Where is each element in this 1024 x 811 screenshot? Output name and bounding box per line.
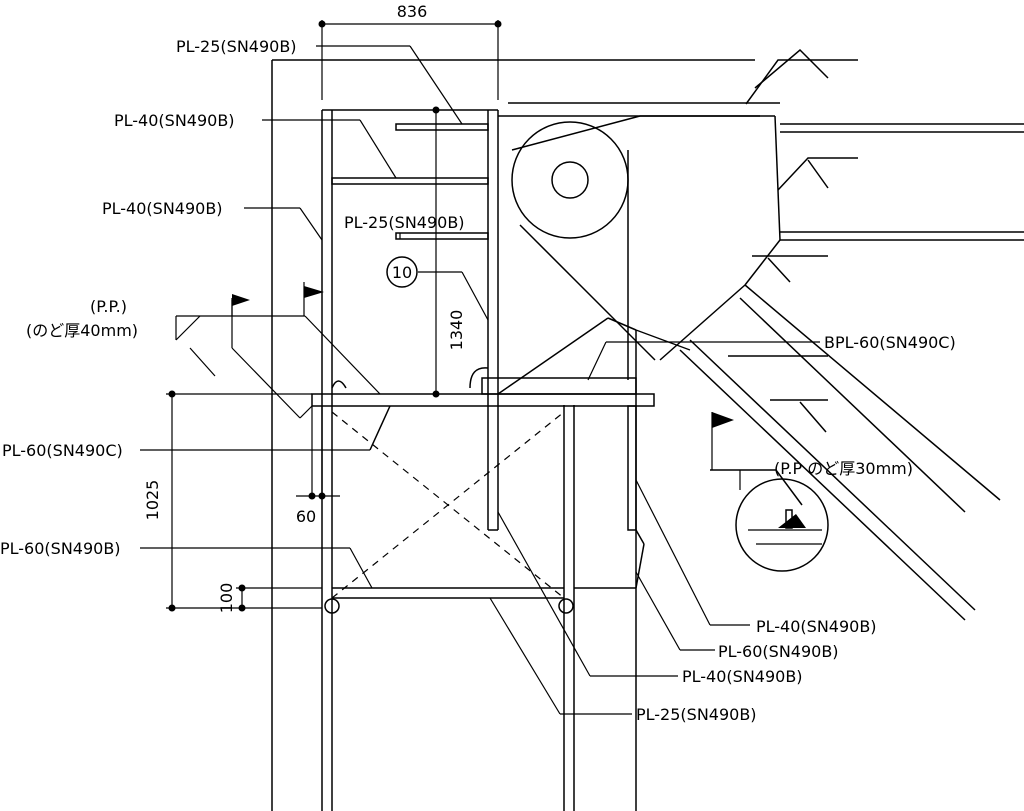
structure-lines <box>271 59 1024 811</box>
label-pl40-a: PL-40(SN490B) <box>114 111 235 130</box>
label-pl40-r1: PL-40(SN490B) <box>756 617 877 636</box>
label-pl25-bottom: PL-25(SN490B) <box>636 705 757 724</box>
label-pl25-top: PL-25(SN490B) <box>176 37 297 56</box>
leader-lines <box>140 45 820 715</box>
label-throat40: (のど厚40mm) <box>26 321 138 340</box>
dim-100: 100 <box>217 583 236 614</box>
plate-labels: PL-25(SN490B) PL-40(SN490B) PL-40(SN490B… <box>0 37 956 724</box>
weld-flags <box>232 286 734 428</box>
callout-number: 10 <box>392 263 412 282</box>
label-pl40-b: PL-40(SN490B) <box>102 199 223 218</box>
label-pl60-r: PL-60(SN490B) <box>718 642 839 661</box>
label-bpl60: BPL-60(SN490C) <box>824 333 956 352</box>
weld-symbols <box>175 48 858 572</box>
label-pp-throat30: (P.P のど厚30mm) <box>774 459 913 478</box>
dim-1340: 1340 <box>447 310 466 351</box>
dimension-lines <box>166 20 502 612</box>
label-pp: (P.P.) <box>90 297 127 316</box>
dim-60: 60 <box>296 507 316 526</box>
dim-836: 836 <box>397 2 428 21</box>
label-pl60c: PL-60(SN490C) <box>2 441 123 460</box>
label-pl60b-left: PL-60(SN490B) <box>0 539 121 558</box>
label-pl25-mid: PL-25(SN490B) <box>344 213 465 232</box>
dim-1025: 1025 <box>143 480 162 521</box>
flag-icon <box>232 294 250 306</box>
callout-10: 10 <box>386 256 418 288</box>
dimension-text: 836 1340 1025 60 100 <box>143 2 466 613</box>
flag-icon <box>712 412 734 428</box>
flag-icon <box>304 286 324 298</box>
label-pl40-r2: PL-40(SN490B) <box>682 667 803 686</box>
